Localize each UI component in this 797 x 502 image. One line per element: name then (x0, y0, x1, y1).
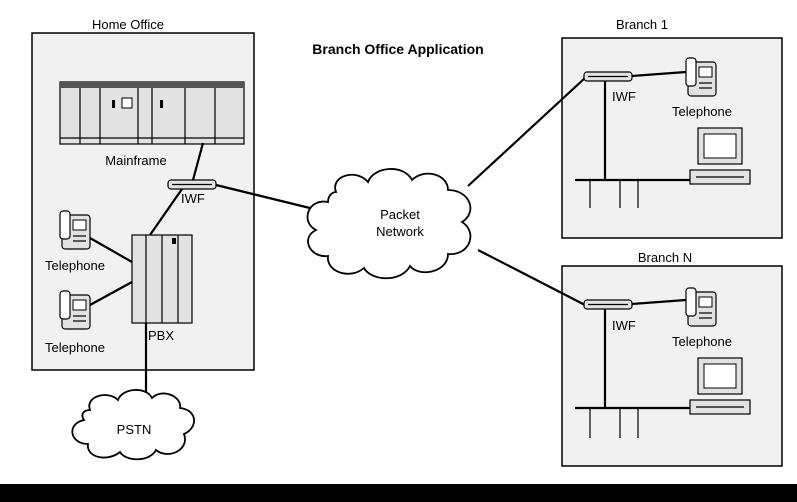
branch-1-link-iwf-phone (631, 70, 687, 78)
branch-1-label: Branch 1 (616, 17, 668, 32)
home-telephone-bottom-label: Telephone (45, 340, 105, 355)
pbx-icon (131, 234, 193, 324)
diagram-title: Branch Office Application (312, 41, 483, 57)
branch-1-telephone-label: Telephone (672, 104, 732, 119)
branch-n-box (561, 265, 783, 467)
mainframe-icon (59, 81, 245, 145)
pstn-label: PSTN (117, 422, 152, 437)
branch-n-telephone-icon (685, 287, 717, 327)
home-telephone-top-icon (59, 210, 91, 250)
pbx-label: PBX (148, 328, 174, 343)
home-iwf-label: IWF (181, 191, 205, 206)
branch-1-box (561, 37, 783, 239)
branch-n-link-iwf-phone (631, 298, 687, 306)
packet-network-label-2: Network (376, 224, 424, 239)
packet-network-label-1: Packet (380, 207, 420, 222)
home-iwf-icon (167, 179, 217, 190)
branch-n-iwf-icon (583, 299, 633, 310)
link-mainframe-iwf (191, 142, 205, 181)
branch-n-iwf-label: IWF (612, 318, 636, 333)
link-phone-bottom-pbx (89, 281, 133, 306)
packet-network-cloud (306, 168, 472, 280)
branch-n-telephone-label: Telephone (672, 334, 732, 349)
home-telephone-top-label: Telephone (45, 258, 105, 273)
pstn-cloud (71, 389, 195, 461)
branch-1-telephone-icon (685, 57, 717, 97)
home-telephone-bottom-icon (59, 290, 91, 330)
link-iwf-packet-network (215, 183, 319, 212)
branch-1-iwf-icon (583, 71, 633, 82)
link-iwf-pbx (149, 188, 183, 236)
bottom-rule (0, 484, 797, 502)
home-office-label: Home Office (92, 17, 164, 32)
branch-n-label: Branch N (638, 250, 692, 265)
mainframe-label: Mainframe (105, 153, 166, 168)
link-phone-top-pbx (89, 237, 133, 263)
link-packet-network-branch-n (477, 249, 586, 306)
branch-n-computer-icon (689, 357, 751, 415)
branch-1-iwf-label: IWF (612, 89, 636, 104)
branch-1-computer-icon (689, 127, 751, 185)
link-packet-network-branch-1 (467, 77, 586, 187)
